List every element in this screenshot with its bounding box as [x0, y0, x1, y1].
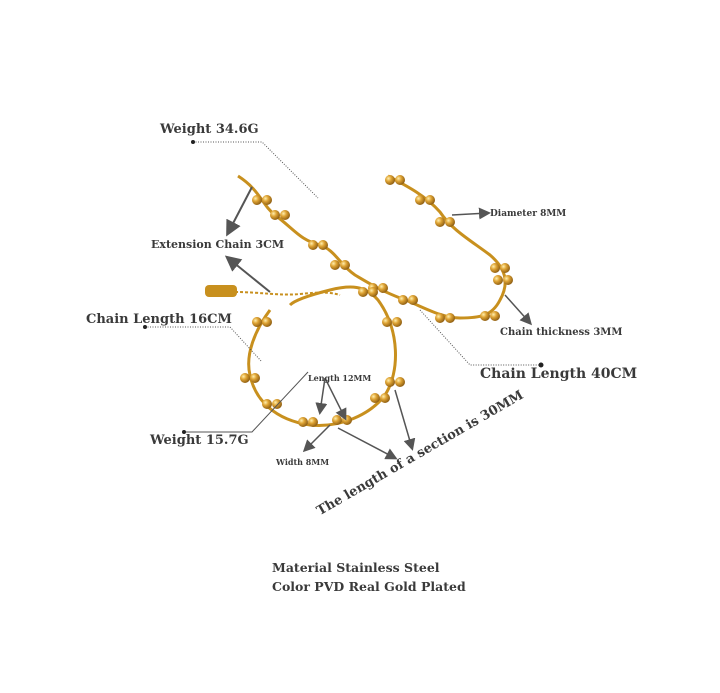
chain-bead: [332, 415, 342, 425]
chain-bead: [280, 210, 290, 220]
chain-bead: [298, 417, 308, 427]
chain-bead: [380, 393, 390, 403]
chain-bead: [395, 377, 405, 387]
chain-bead: [493, 275, 503, 285]
chain-bead: [308, 417, 318, 427]
color-text: Color PVD Real Gold Plated: [272, 579, 466, 594]
chain-bead: [358, 287, 368, 297]
chain-bead: [378, 283, 388, 293]
necklace-chain-length-label: Chain Length 40CM: [480, 366, 638, 382]
chain-bead: [370, 393, 380, 403]
chain-bead: [262, 399, 272, 409]
chain-bead: [382, 317, 392, 327]
chain-bead: [435, 217, 445, 227]
chain-bead: [503, 275, 513, 285]
chain-bead: [252, 195, 262, 205]
weight-necklace-label: Weight 34.6G: [160, 122, 259, 137]
link-length-label: Length 12MM: [308, 373, 372, 383]
chain-bead: [490, 263, 500, 273]
bracelet-chain-length-label: Chain Length 16CM: [86, 312, 232, 327]
link-width-label: Width 8MM: [276, 457, 330, 467]
chain-bead: [435, 313, 445, 323]
chain-bead: [425, 195, 435, 205]
chain-bead: [385, 175, 395, 185]
necklace-chain: [237, 174, 507, 320]
chain-bead: [415, 195, 425, 205]
chain-bead: [250, 373, 260, 383]
extension-chain: [234, 291, 341, 296]
chain-bead: [308, 240, 318, 250]
chain-bead: [445, 217, 455, 227]
chain-bead: [408, 295, 418, 305]
chain-bead: [398, 295, 408, 305]
chain-bead: [272, 399, 282, 409]
chain-bead: [500, 263, 510, 273]
chain-bead: [340, 260, 350, 270]
chain-bead: [392, 317, 402, 327]
chain-bead: [445, 313, 455, 323]
chain-bead: [490, 311, 500, 321]
chain-bead: [318, 240, 328, 250]
chain-bead: [240, 373, 250, 383]
chain-bead: [262, 317, 272, 327]
chain-bead: [395, 175, 405, 185]
diameter-label: Diameter 8MM: [490, 209, 567, 219]
bracelet-weight-label: Weight 15.7G: [150, 433, 249, 448]
chain-bead: [368, 287, 378, 297]
material-text: Material Stainless Steel: [272, 560, 440, 575]
chain-bead: [385, 377, 395, 387]
chain-bead: [270, 210, 280, 220]
chain-thickness-label: Chain thickness 3MM: [500, 327, 623, 338]
extension-chain-label: Extension Chain 3CM: [151, 238, 285, 251]
chain-bead: [262, 195, 272, 205]
logo-tag: [205, 285, 237, 297]
chain-bead: [480, 311, 490, 321]
chain-bead: [330, 260, 340, 270]
chain-bead: [252, 317, 262, 327]
